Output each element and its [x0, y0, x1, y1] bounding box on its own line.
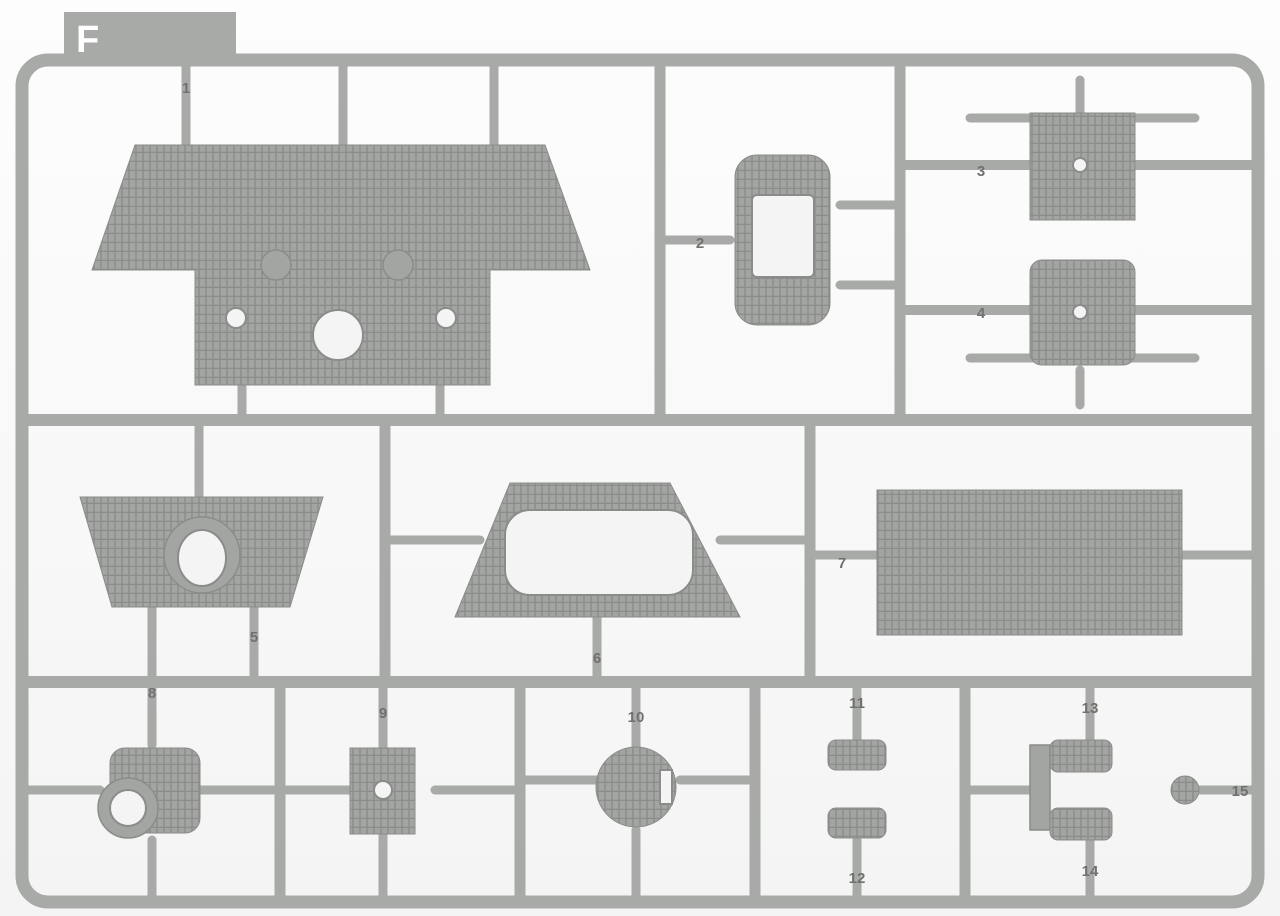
part-number-labels: 1 2 3 4 5 6 7 8 9 10 11 12 13 14 15 [148, 80, 1249, 887]
part-number-10: 10 [628, 709, 645, 726]
part-number-5: 5 [250, 629, 258, 646]
part-2 [734, 154, 831, 326]
part-1 [91, 144, 591, 386]
part-number-11: 11 [849, 695, 865, 712]
part-number-13: 13 [1082, 700, 1099, 717]
part-number-8: 8 [148, 685, 156, 702]
part-number-14: 14 [1082, 863, 1099, 880]
part-number-3: 3 [977, 163, 985, 180]
part-10 [595, 746, 677, 828]
part-number-6: 6 [593, 650, 601, 667]
part-number-15: 15 [1232, 783, 1249, 800]
part-13 [1029, 739, 1113, 831]
part-8 [97, 747, 201, 839]
part-3 [1029, 112, 1136, 221]
part-11 [827, 739, 887, 771]
sprue-letter: F [76, 19, 99, 61]
part-15 [1170, 775, 1200, 805]
part-6 [454, 482, 741, 618]
part-9 [349, 747, 416, 835]
part-7 [876, 489, 1183, 636]
part-number-4: 4 [977, 305, 986, 322]
part-number-1: 1 [182, 80, 190, 97]
sprue-frame [15, 53, 1265, 909]
part-number-2: 2 [696, 235, 704, 252]
part-14 [1049, 807, 1113, 841]
part-number-12: 12 [849, 870, 866, 887]
part-4 [1029, 259, 1136, 366]
part-12 [827, 807, 887, 839]
part-number-9: 9 [379, 705, 387, 722]
part-5 [79, 496, 324, 608]
part-number-7: 7 [838, 555, 846, 572]
